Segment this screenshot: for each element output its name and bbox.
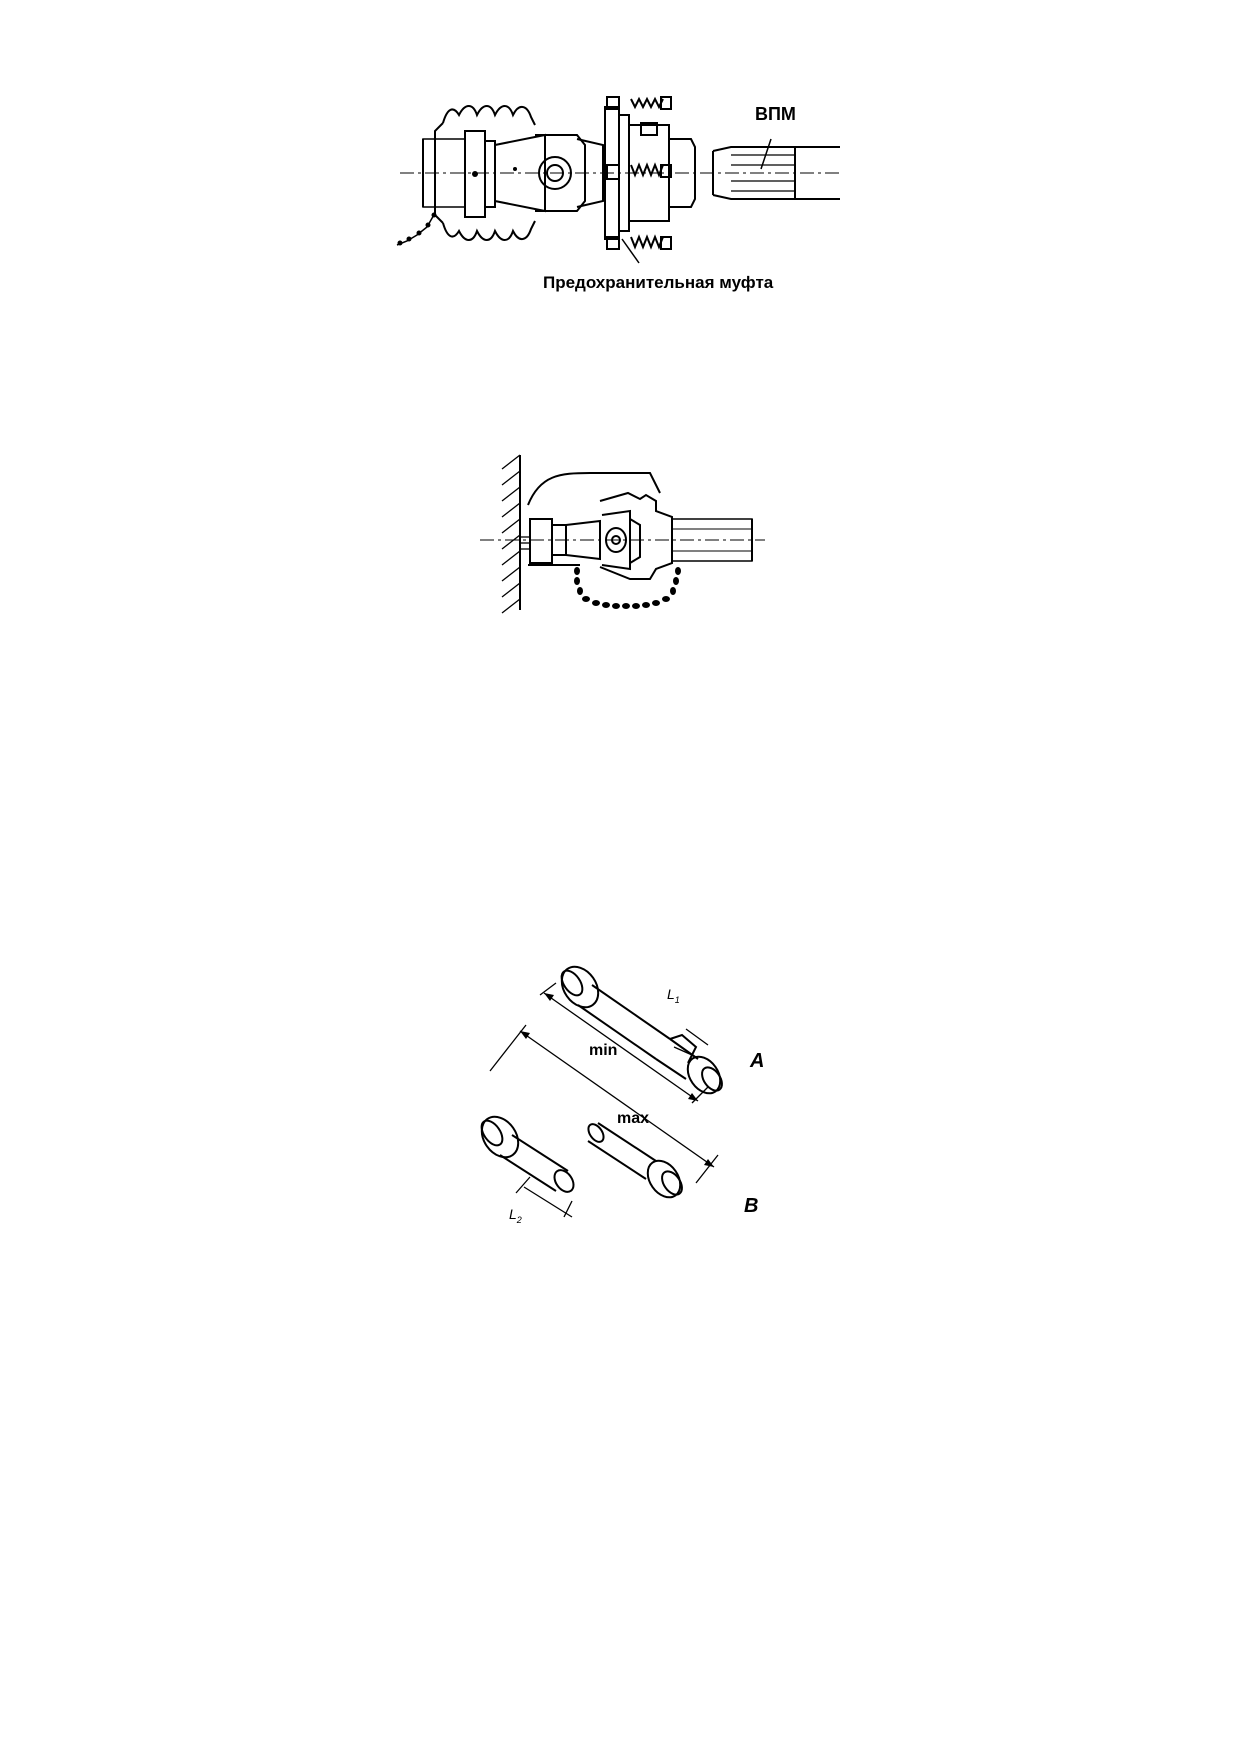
label-a: A [750,1050,765,1072]
label-l2-subscript: 2 [516,1214,522,1225]
storage-chain [574,567,681,609]
label-l1-subscript: 1 [674,994,680,1005]
safety-clutch-drawing [396,96,840,264]
figure-safety-clutch [395,95,845,295]
shaft-b [480,1115,683,1199]
shaft-a [560,965,723,1095]
label-l1: L1 [667,986,680,1005]
label-min: min [589,1042,618,1059]
label-l2: L2 [509,1206,522,1225]
label-safety-clutch: Предохранительная муфта [543,273,774,292]
shaft-length-drawing [480,965,723,1218]
figure-shaft-length [460,955,800,1245]
figure-shaft-storage [480,454,765,625]
label-l1-letter: L [667,986,675,1002]
label-pto-shaft: ВПМ [755,104,796,124]
label-b: B [744,1195,759,1217]
label-max: max [617,1110,650,1127]
shaft-storage-drawing [480,454,765,614]
label-l2-letter: L [509,1206,517,1222]
